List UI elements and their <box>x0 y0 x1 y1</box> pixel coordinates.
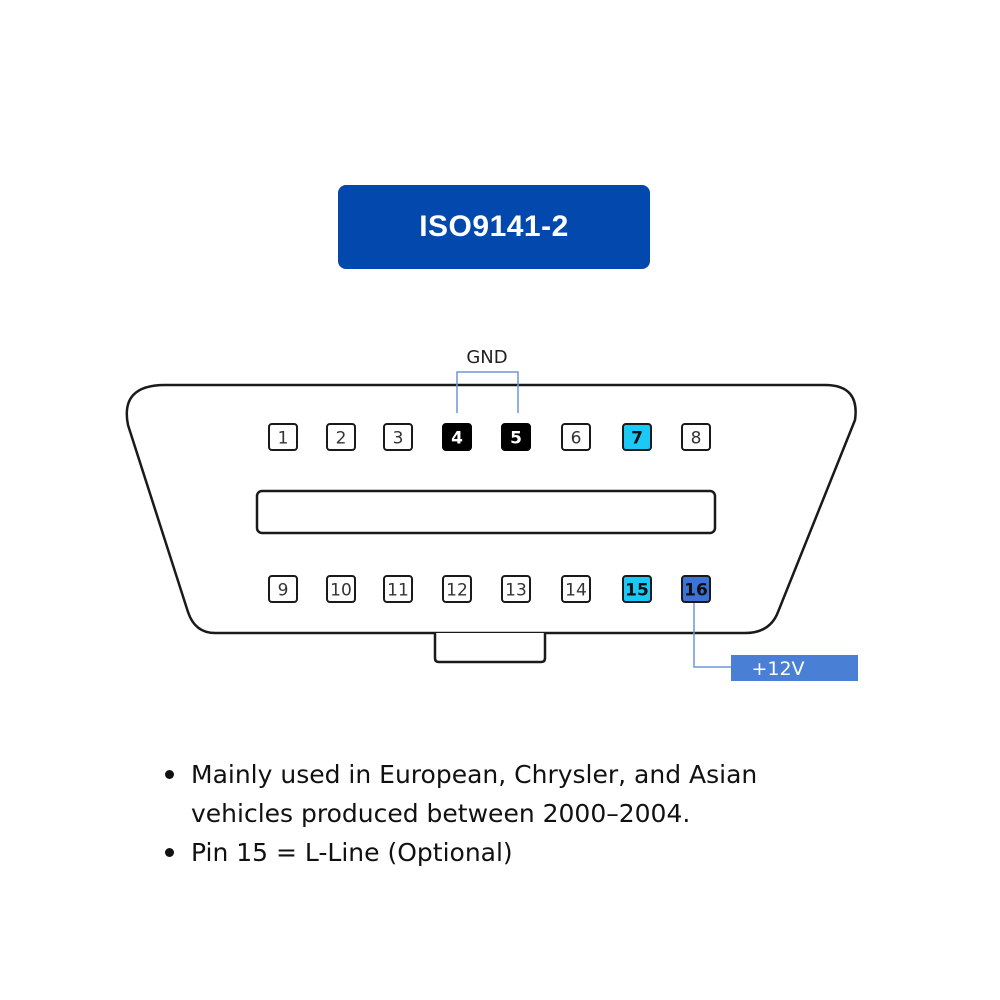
pin-box <box>383 575 413 603</box>
pin-9: 9 <box>268 575 298 603</box>
pin-15: 15 <box>622 575 652 603</box>
pin-number: 8 <box>691 429 702 449</box>
pin-number: 12 <box>446 581 468 601</box>
notes-list: Mainly used in European, Chrysler, and A… <box>160 755 860 872</box>
pin-number: 6 <box>571 429 582 449</box>
pin-box <box>326 423 356 451</box>
pin-box <box>442 423 472 451</box>
pin-box <box>383 423 413 451</box>
pin-number: 14 <box>565 581 587 601</box>
pin-row-top: 1 2 3 4 5 6 7 8 <box>268 423 711 451</box>
pin-4: 4 <box>442 423 472 451</box>
pin-box <box>561 423 591 451</box>
pin-7: 7 <box>622 423 652 451</box>
pin-number: 4 <box>451 429 463 449</box>
pin-box <box>681 575 711 603</box>
pin-12: 12 <box>442 575 472 603</box>
protocol-title-badge: ISO9141-2 <box>338 185 650 269</box>
pin-11: 11 <box>383 575 413 603</box>
pin-box <box>501 575 531 603</box>
pin-number: 7 <box>631 429 643 449</box>
pin-box <box>501 423 531 451</box>
power-leader-line <box>693 603 735 668</box>
pin-number: 13 <box>505 581 527 601</box>
note-item: Pin 15 = L-Line (Optional) <box>160 833 860 872</box>
connector-tab <box>433 633 547 664</box>
pin-number: 5 <box>510 429 522 449</box>
pin-number: 16 <box>684 581 708 601</box>
pin-10: 10 <box>326 575 356 603</box>
pin-box <box>561 575 591 603</box>
pin-number: 9 <box>278 581 289 601</box>
pin-2: 2 <box>326 423 356 451</box>
pin-14: 14 <box>561 575 591 603</box>
pin-6: 6 <box>561 423 591 451</box>
pin-box <box>622 575 652 603</box>
pin-number: 11 <box>387 581 409 601</box>
pin-box <box>268 423 298 451</box>
pin-box <box>681 423 711 451</box>
pin-box <box>442 575 472 603</box>
pin-5: 5 <box>501 423 531 451</box>
pin-row-bottom: 9 10 11 12 13 14 15 16 <box>268 575 711 603</box>
gnd-label: GND <box>466 347 507 368</box>
pin-box <box>268 575 298 603</box>
pin-box <box>326 575 356 603</box>
pin-8: 8 <box>681 423 711 451</box>
pin-1: 1 <box>268 423 298 451</box>
pin-number: 3 <box>393 429 404 449</box>
pin-13: 13 <box>501 575 531 603</box>
power-label-bg <box>731 655 858 681</box>
pin-number: 10 <box>330 581 352 601</box>
pin-number: 1 <box>278 429 289 449</box>
gnd-bracket-line <box>456 371 519 413</box>
pin-number: 2 <box>336 429 347 449</box>
note-item: Mainly used in European, Chrysler, and A… <box>160 755 860 833</box>
protocol-title: ISO9141-2 <box>419 210 569 243</box>
pin-16: 16 <box>681 575 711 603</box>
pin-number: 15 <box>625 581 649 601</box>
pin-box <box>622 423 652 451</box>
pin-3: 3 <box>383 423 413 451</box>
power-label: +12V <box>751 658 804 680</box>
connector-center-slot <box>255 489 717 535</box>
